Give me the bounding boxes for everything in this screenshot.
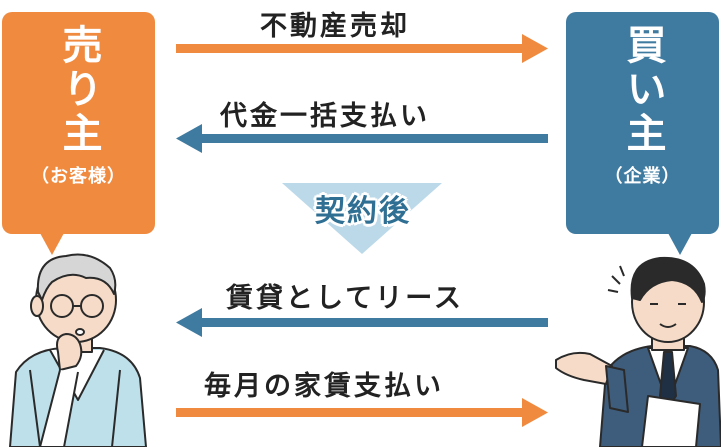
- elderly-man-illustration: [9, 253, 147, 447]
- after-contract-chevron: [282, 183, 442, 254]
- sale-label: 不動産売却: [260, 11, 410, 42]
- seller-bubble-tail: [40, 233, 64, 255]
- seller-bubble: 売り主 （お客様）: [2, 12, 155, 234]
- monthly-rent-arrow: [176, 398, 548, 427]
- businessman-illustration: [555, 256, 721, 447]
- buyer-title: 買い主: [619, 24, 666, 156]
- buyer-subtitle: （企業）: [604, 166, 681, 187]
- lump-payment-arrow: [176, 124, 548, 153]
- lump-payment-label: 代金一括支払い: [220, 101, 430, 132]
- buyer-bubble: 買い主 （企業）: [566, 12, 719, 234]
- seller-subtitle: （お客様）: [31, 166, 126, 187]
- monthly-rent-label: 毎月の家賃支払い: [204, 371, 444, 402]
- after-contract-label: 契約後: [315, 194, 411, 229]
- buyer-bubble-tail: [668, 233, 692, 255]
- lease-arrow: [176, 308, 548, 337]
- lease-label: 賃貸としてリース: [226, 283, 464, 314]
- sale-arrow: [176, 34, 548, 63]
- seller-title: 売り主: [55, 24, 102, 156]
